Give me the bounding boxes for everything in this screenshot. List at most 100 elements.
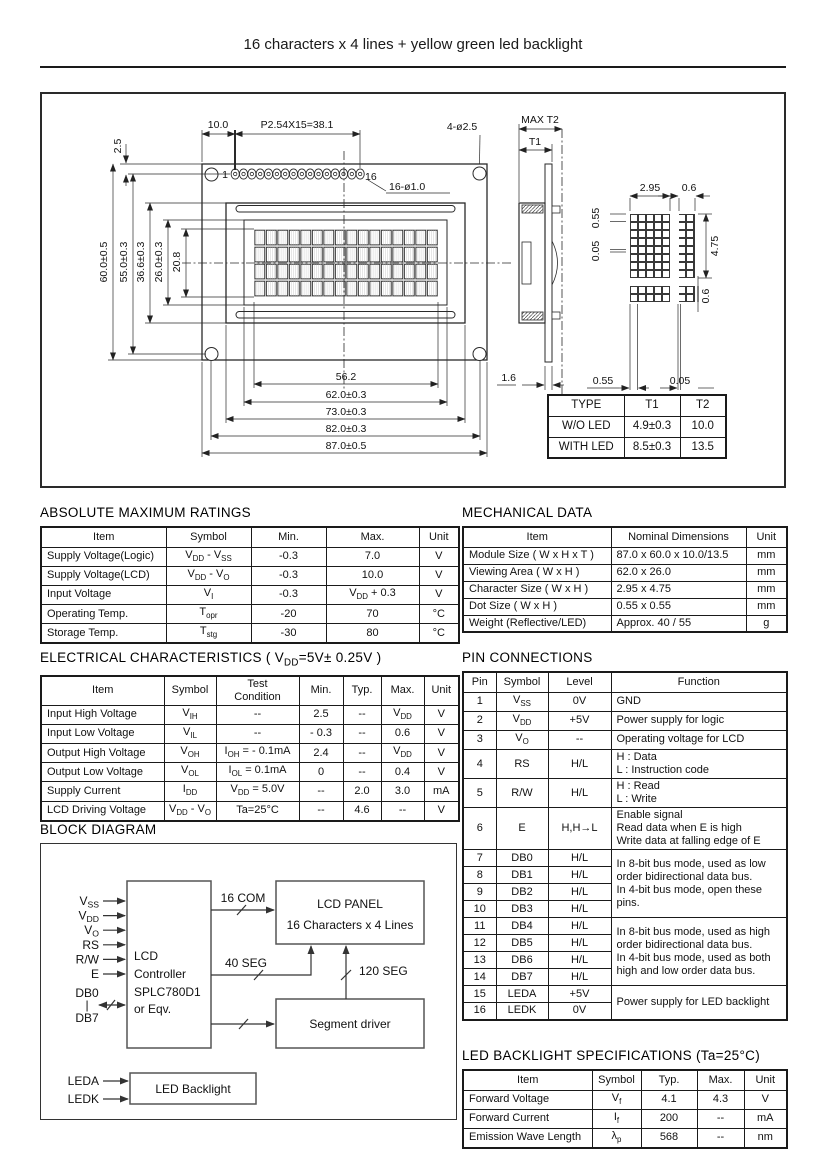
- cell-text: 0.55 x 0.55: [616, 600, 671, 612]
- cell-text: Symbol: [598, 1073, 635, 1086]
- table-cell: 4.6: [342, 800, 382, 822]
- dim-2-95-label: 2.95: [640, 182, 661, 194]
- cell-text: 2.4: [313, 746, 329, 759]
- column-header: Unit: [418, 526, 460, 548]
- table-cell: 6: [462, 807, 497, 851]
- cell-text: -0.3: [279, 569, 298, 582]
- dim-0-6-right-label: 0.6: [700, 289, 712, 304]
- cell-text: WITH LED: [558, 440, 614, 453]
- signal-db7-label: DB7: [75, 1011, 99, 1025]
- cell-text: Condition: [234, 690, 281, 703]
- table-cell: 4.9±0.3: [623, 415, 681, 438]
- table-cell: Power supply for LED backlight: [610, 985, 788, 1021]
- dim-73-label: 73.0±0.3: [326, 406, 367, 418]
- table-cell: DB6: [495, 951, 549, 970]
- cell-text: 9: [476, 885, 483, 898]
- dim-55-label: 55.0±0.3: [118, 241, 130, 282]
- table-cell: V: [418, 565, 460, 586]
- table-cell: VDD: [495, 710, 549, 731]
- table-cell: H/L: [547, 778, 612, 809]
- dim-0-55-left-label: 0.55: [590, 208, 602, 229]
- table-cell: VIH: [163, 704, 217, 725]
- table-cell: Approx. 40 / 55: [610, 614, 747, 633]
- table-cell: VDD = 5.0V: [215, 781, 300, 802]
- signal-vdd-label: VDD: [79, 909, 99, 924]
- cell-text: 10: [473, 902, 486, 915]
- cell-text: 16: [473, 1004, 486, 1017]
- table-cell: mA: [423, 781, 460, 802]
- cell-text: Character Size ( W x H ): [469, 583, 589, 595]
- cell-text: DB7: [511, 970, 533, 983]
- dim-corner-holes-label: 4-ø2.5: [447, 121, 478, 133]
- cell-text: VDD = 5.0V: [230, 783, 285, 798]
- table-cell: 9: [462, 883, 497, 902]
- cell-text: order bidirectional data bus.: [616, 938, 753, 951]
- dim-82-label: 82.0±0.3: [326, 423, 367, 435]
- table-cell: mm: [745, 580, 788, 599]
- cell-text: H/L: [570, 851, 589, 864]
- table-cell: 13: [462, 951, 497, 970]
- table-cell: Ta=25°C: [215, 800, 300, 822]
- cell-text: 4.3: [712, 1093, 729, 1106]
- table-cell: H/L: [547, 883, 612, 902]
- cell-text: --: [358, 746, 366, 759]
- cell-text: Test: [247, 677, 268, 690]
- cell-text: °C: [432, 626, 445, 639]
- cell-text: Storage Temp.: [47, 626, 119, 639]
- cell-text: --: [253, 727, 262, 740]
- table-cell: RS: [495, 749, 549, 780]
- table-cell: 2.0: [342, 781, 382, 802]
- mechanical-drawing: 10.0 P2.54X15=38.1 4-ø2.5 16-ø1.0 1 16 2…: [40, 92, 786, 488]
- dim-pitch-label: P2.54X15=38.1: [261, 119, 334, 131]
- table-cell: 87.0 x 60.0 x 10.0/13.5: [610, 546, 747, 565]
- cell-text: DB2: [511, 885, 533, 898]
- cell-text: 4: [476, 757, 483, 770]
- cell-text: 2.0: [354, 785, 370, 798]
- dim-62-label: 62.0±0.3: [326, 389, 367, 401]
- cell-text: Max.: [708, 1073, 733, 1086]
- cell-text: LCD Driving Voltage: [47, 804, 147, 817]
- cell-text: V: [437, 746, 445, 759]
- table-cell: --: [696, 1108, 745, 1129]
- table-cell: 0.4: [380, 762, 425, 783]
- table-cell: Supply Voltage(Logic): [40, 546, 167, 567]
- cell-text: Min.: [278, 530, 299, 543]
- cell-text: Typ.: [351, 684, 373, 697]
- cell-text: H/L: [570, 757, 589, 770]
- table-cell: 11: [462, 917, 497, 936]
- cell-text: V: [437, 804, 445, 817]
- table-cell: 7: [462, 849, 497, 868]
- bus-120seg-label: 120 SEG: [359, 964, 408, 978]
- table-cell: mm: [745, 563, 788, 582]
- bus-40seg-label: 40 SEG: [225, 956, 267, 970]
- cell-text: VDD: [393, 706, 412, 721]
- cell-text: +5V: [569, 714, 590, 727]
- table-cell: mm: [745, 546, 788, 565]
- pin-connections-heading: PIN CONNECTIONS: [462, 650, 593, 665]
- table-cell: V: [418, 584, 460, 606]
- table-cell: --: [342, 723, 382, 745]
- cell-text: TYPE: [571, 399, 602, 412]
- table-cell: mA: [743, 1108, 788, 1129]
- cell-text: In 8-bit bus mode, used as high: [616, 925, 770, 938]
- table-cell: WITH LED: [547, 436, 625, 459]
- cell-text: Function: [677, 675, 720, 688]
- column-header: Pin: [462, 671, 497, 693]
- cell-text: Write data at falling edge of E: [616, 835, 761, 848]
- cell-text: Unit: [431, 684, 452, 697]
- table-cell: H/L: [547, 866, 612, 885]
- cell-text: VDD + 0.3: [349, 586, 396, 602]
- table-cell: VIL: [163, 723, 217, 745]
- cell-text: VO: [515, 731, 529, 747]
- table-cell: 2.5: [298, 704, 344, 725]
- cell-text: 4.9±0.3: [632, 420, 672, 432]
- table-cell: V: [423, 762, 460, 783]
- side-view: [497, 124, 564, 434]
- dim-max-t2-label: MAX T2: [521, 114, 559, 126]
